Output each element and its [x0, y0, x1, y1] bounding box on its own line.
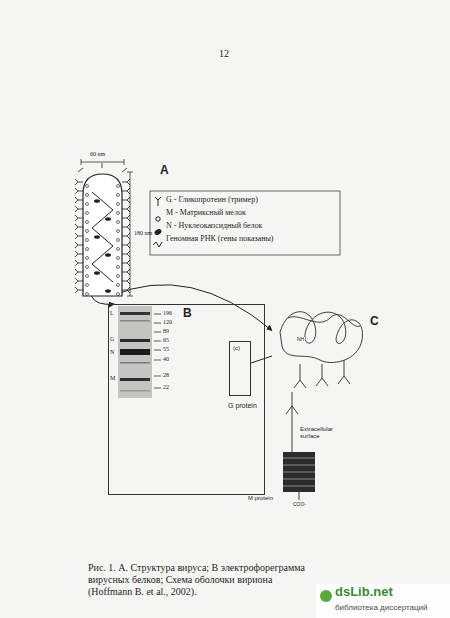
- protein-label: G protein: [228, 402, 257, 410]
- legend-frame: [150, 191, 340, 255]
- marker-size: 89: [163, 328, 169, 335]
- gel-panel: B(c)G protein: [108, 304, 265, 495]
- dimension-bar: [81, 159, 124, 165]
- connector-arrow: [112, 285, 273, 331]
- dimension-label: 180 nm: [134, 230, 152, 237]
- envelope-drawing: [280, 312, 363, 452]
- legend-symbols: [153, 197, 162, 247]
- figure-caption: Рис. 1. А. Структура вируса; В электрофо…: [88, 562, 313, 598]
- lane-label: G: [110, 336, 114, 343]
- marker-size: 55: [163, 346, 169, 353]
- page-number: 12: [219, 48, 229, 60]
- legend-entry: N - Нуклеокапсидный белок: [166, 221, 262, 230]
- legend-entry: Геномная РНК (гены показаны): [166, 234, 274, 243]
- virion-outline: [80, 172, 125, 296]
- marker-size: 22: [163, 384, 169, 391]
- marker-size: 65: [163, 337, 169, 344]
- inset-box: (c)G protein: [229, 341, 251, 396]
- inset-label: (c): [233, 345, 240, 352]
- protein-label: M protein: [248, 495, 273, 502]
- watermark-ground: [316, 584, 450, 618]
- watermark-text: dsLib.net: [335, 585, 393, 600]
- terminus-label: COO-: [293, 502, 306, 508]
- panel-letter: C: [370, 315, 379, 329]
- lane-label: N: [110, 349, 114, 356]
- virion-shape: A: [80, 172, 125, 296]
- panel-letter: A: [160, 164, 169, 178]
- watermark-text: библиотека диссертаций: [335, 603, 427, 612]
- marker-size: 28: [163, 372, 169, 379]
- legend-entry: G - Гликопротеин (тример): [166, 195, 258, 204]
- envelope-scheme: C: [272, 305, 384, 390]
- terminus-label: NH: [296, 337, 305, 343]
- connector-arrow: [251, 356, 272, 363]
- marker-ticks: [154, 314, 161, 388]
- dimension-label: 60 nm: [90, 151, 105, 158]
- legend-entry: M - Матриксный мелок: [166, 208, 246, 217]
- marker-size: 40: [163, 356, 169, 363]
- lane-label: M: [110, 375, 115, 382]
- marker-size: 196: [163, 310, 172, 317]
- marker-size: 120: [163, 319, 172, 326]
- gel-image: [118, 306, 152, 398]
- panel-letter: B: [183, 307, 192, 321]
- lane-label: L: [110, 310, 114, 317]
- m-protein-block: [283, 452, 315, 500]
- surface-label: Extracellular surface: [300, 426, 352, 440]
